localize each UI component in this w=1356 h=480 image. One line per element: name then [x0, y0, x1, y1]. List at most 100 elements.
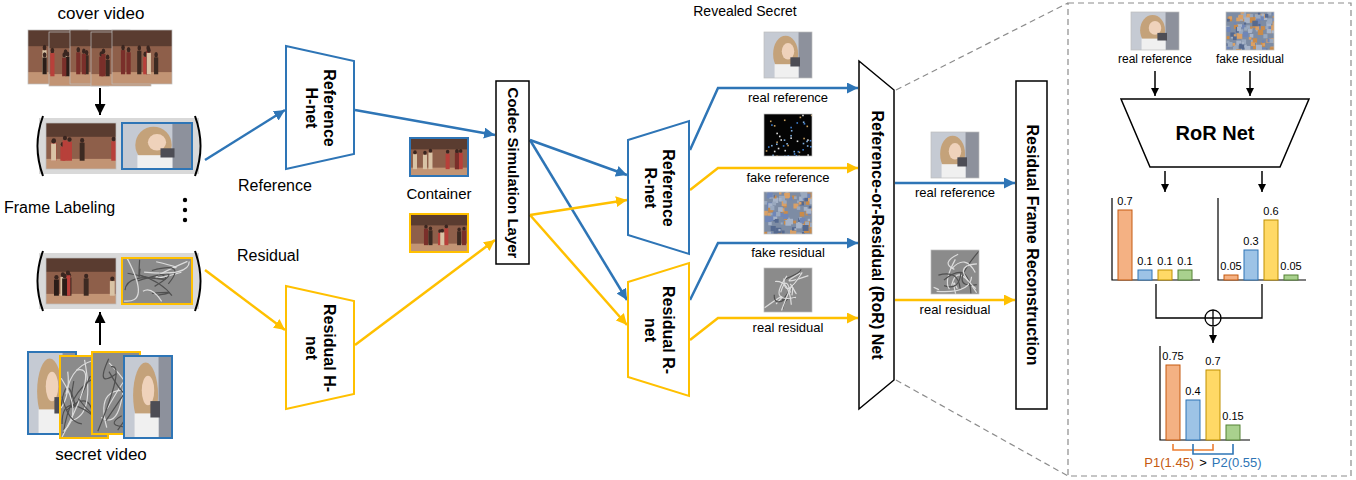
image-patch: [127, 52, 131, 74]
node-label: Reference: [238, 177, 312, 195]
image-patch: [810, 140, 812, 142]
connector-arrow: [530, 140, 627, 300]
probability-bar: [1224, 275, 1238, 280]
image-patch: [1270, 39, 1274, 43]
node-label: Reference R-net: [640, 144, 677, 232]
image-patch: [784, 119, 786, 121]
image-shape: [137, 45, 141, 50]
bar-value: 0.05: [1220, 260, 1241, 273]
image-shape: [62, 274, 66, 279]
connector-arrow: [690, 243, 858, 300]
image-shape: [459, 149, 462, 153]
image-patch: [791, 130, 793, 132]
image-stroke: [948, 254, 958, 269]
image-stroke: [963, 264, 977, 289]
image-patch: [774, 151, 776, 153]
frame-image: [112, 30, 172, 84]
image-patch: [779, 136, 781, 138]
image-patch: [1243, 32, 1248, 37]
image-shape: [66, 271, 70, 276]
connector-arrow: [99, 312, 101, 345]
image-patch: [43, 58, 47, 75]
image-stroke: [934, 287, 939, 289]
image-patch: [1267, 18, 1272, 23]
image-shape: [423, 151, 426, 155]
image-patch: [803, 219, 805, 221]
edge-label: fake residual: [750, 246, 826, 261]
image-patch: [764, 268, 812, 312]
image-patch: [766, 150, 768, 152]
image-border: [764, 114, 812, 156]
sum-wire: [1156, 284, 1205, 318]
image-patch: [931, 250, 979, 294]
image-content: [46, 258, 116, 304]
image-patch: [1250, 26, 1252, 28]
image-patch: [51, 143, 56, 161]
image-patch: [776, 212, 780, 216]
image-patch: [790, 127, 792, 129]
probability-bar: [1206, 370, 1220, 440]
round-bracket: [38, 251, 44, 311]
image-shape: [429, 149, 432, 153]
bar-value: 0.4: [1185, 385, 1200, 398]
image-patch: [154, 57, 158, 74]
ellipsis-dot: [183, 218, 187, 222]
pair-ground: [39, 118, 199, 174]
pair-ground: [39, 253, 199, 309]
sum-symbol: [1205, 310, 1221, 326]
image-stroke: [125, 278, 165, 290]
frame-pair-group: [33, 115, 205, 177]
frame-image: [764, 114, 812, 157]
image-patch: [410, 138, 468, 176]
image-patch: [785, 193, 790, 198]
image-patch: [459, 153, 463, 169]
image-patch: [778, 148, 780, 150]
image-stroke: [103, 359, 116, 379]
image-patch: [770, 206, 774, 210]
image-shape: [43, 52, 47, 57]
image-patch: [1262, 41, 1264, 43]
bar-value: 0.1: [1177, 255, 1192, 268]
image-patch: [806, 141, 808, 143]
image-patch: [798, 151, 800, 153]
image-patch: [1157, 33, 1167, 41]
image-patch: [462, 231, 466, 246]
image-patch: [767, 192, 773, 197]
flow-arrow: [1261, 171, 1263, 192]
image-patch: [808, 219, 810, 221]
score-text: >: [1199, 456, 1207, 471]
image-border: [764, 268, 812, 312]
pair-bracket: [1193, 444, 1233, 454]
round-bracket: [38, 116, 44, 176]
image-patch: [82, 54, 86, 74]
image-patch: [42, 50, 46, 74]
ellipsis-dot: [183, 208, 187, 212]
image-patch: [805, 210, 811, 216]
bar-value: 0.6: [1263, 205, 1278, 218]
image-content: [1131, 12, 1179, 50]
frame-pair: Reference: [33, 115, 205, 177]
image-patch: [457, 231, 461, 245]
stream-label: Container: [406, 185, 471, 202]
image-patch: [803, 225, 809, 231]
image-shape: [121, 45, 125, 50]
process-box: Residual Frame Reconstruction: [1015, 80, 1048, 410]
image-shape: [110, 276, 114, 281]
frame-pair-group: [33, 250, 205, 312]
image-patch: [1270, 47, 1274, 50]
image-border: [112, 30, 172, 84]
image-stroke: [139, 260, 140, 277]
image-patch: [161, 148, 175, 157]
image-patch: [783, 200, 786, 203]
image-patch: [76, 52, 80, 74]
image-patch: [1269, 38, 1274, 43]
image-content: [122, 123, 192, 169]
image-patch: [806, 201, 810, 205]
image-shape: [52, 138, 56, 143]
image-patch: [1261, 14, 1264, 17]
image-patch: [786, 143, 788, 145]
flow-arrow: [1212, 327, 1214, 343]
image-shape: [462, 227, 465, 231]
node-label: Residual: [237, 247, 299, 265]
probability-bar: [1226, 425, 1240, 440]
